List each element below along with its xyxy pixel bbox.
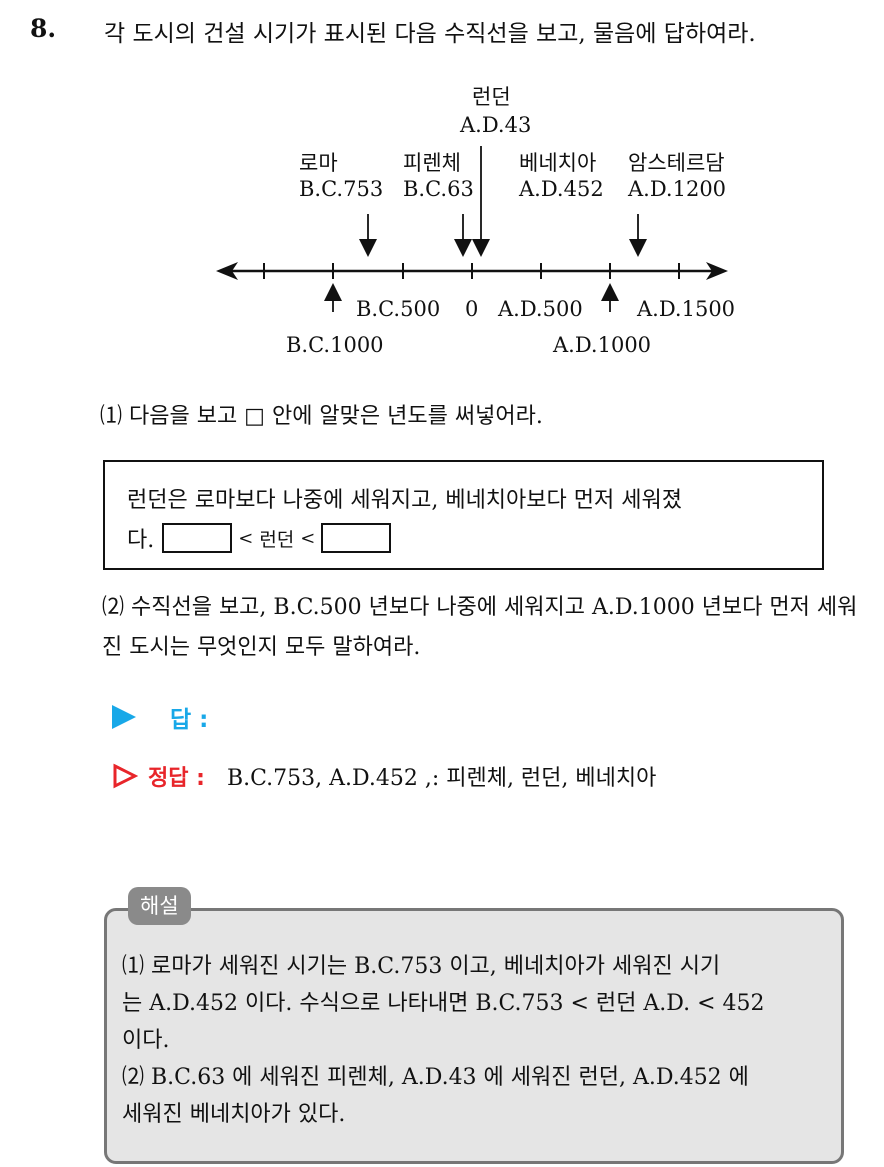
- correct-answer-text: B.C.753, A.D.452 ,: 피렌체, 런던, 베네치아: [226, 766, 657, 791]
- tick-label-bc500: B.C.500: [356, 297, 440, 321]
- tick-label-ad1000: A.D.1000: [552, 333, 651, 357]
- city-year-amsterdam: A.D.1200: [627, 177, 726, 201]
- answer-row: 답 :: [112, 700, 208, 734]
- outline-triangle-icon: [113, 763, 138, 789]
- explanation-box: [104, 908, 844, 1164]
- correct-answer-label: 정답 :: [148, 766, 205, 791]
- statement-london: 런던: [259, 528, 295, 551]
- statement-line-2-start: 다.: [127, 528, 155, 553]
- correct-answer-row: 정답 : B.C.753, A.D.452 ,: 피렌체, 런던, 베네치아: [112, 760, 656, 792]
- tick-label-zero: 0: [465, 297, 478, 321]
- tick-label-ad500: A.D.500: [497, 297, 583, 321]
- city-name-london: 런던: [472, 85, 511, 109]
- city-name-florence: 피렌체: [403, 151, 461, 175]
- less-than-2: <: [300, 527, 316, 549]
- right-arrowhead-icon: [706, 262, 728, 280]
- tick-label-ad1500: A.D.1500: [636, 297, 735, 321]
- answer-blank-2[interactable]: [321, 523, 392, 553]
- answer-label: 답 :: [170, 707, 209, 733]
- statement-line-1: 런던은 로마보다 나중에 세워지고, 베네치아보다 먼저 세워졌: [127, 488, 682, 513]
- explanation-line: 는 A.D.452 이다. 수식으로 나타내면 B.C.753 < 런던 A.D…: [122, 991, 765, 1016]
- statement-line-2: 다. < 런던 <: [127, 522, 392, 554]
- city-name-rome: 로마: [299, 151, 338, 175]
- statement-box: 런던은 로마보다 나중에 세워지고, 베네치아보다 먼저 세워졌 다. < 런던…: [103, 460, 824, 570]
- city-name-venice: 베네치아: [519, 151, 596, 175]
- less-than-1: <: [238, 527, 254, 549]
- tick-label-bc1000: B.C.1000: [286, 333, 384, 357]
- answer-blank-1[interactable]: [162, 523, 233, 553]
- city-name-amsterdam: 암스테르담: [628, 151, 725, 175]
- city-year-rome: B.C.753: [299, 177, 383, 201]
- play-triangle-icon: [112, 705, 136, 729]
- question-number: 8.: [30, 14, 57, 43]
- question-text: 각 도시의 건설 시기가 표시된 다음 수직선을 보고, 물음에 답하여라.: [104, 21, 756, 47]
- explanation-line: ⑴ 로마가 세워진 시기는 B.C.753 이고, 베네치아가 세워진 시기: [122, 954, 721, 979]
- city-year-florence: B.C.63: [403, 177, 474, 201]
- tick-marks: [263, 263, 680, 279]
- explanation-tag: 해설: [128, 887, 191, 925]
- city-year-venice: A.D.452: [518, 177, 604, 201]
- sub-question-2: ⑵ 수직선을 보고, B.C.500 년보다 나중에 세워지고 A.D.1000…: [102, 595, 858, 660]
- number-line-figure: 로마 B.C.753 피렌체 B.C.63 런던 A.D.43 베네치아 A.D…: [216, 85, 735, 357]
- explanation-line: ⑵ B.C.63 에 세워진 피렌체, A.D.43 에 세워진 런던, A.D…: [122, 1065, 749, 1090]
- left-arrowhead-icon: [216, 262, 238, 280]
- sub-question-1: ⑴ 다음을 보고 □ 안에 알맞은 년도를 써넣어라.: [100, 404, 543, 429]
- city-year-london: A.D.43: [459, 113, 531, 137]
- explanation-line: 세워진 베네치아가 있다.: [122, 1102, 346, 1127]
- explanation-line: 이다.: [122, 1028, 170, 1053]
